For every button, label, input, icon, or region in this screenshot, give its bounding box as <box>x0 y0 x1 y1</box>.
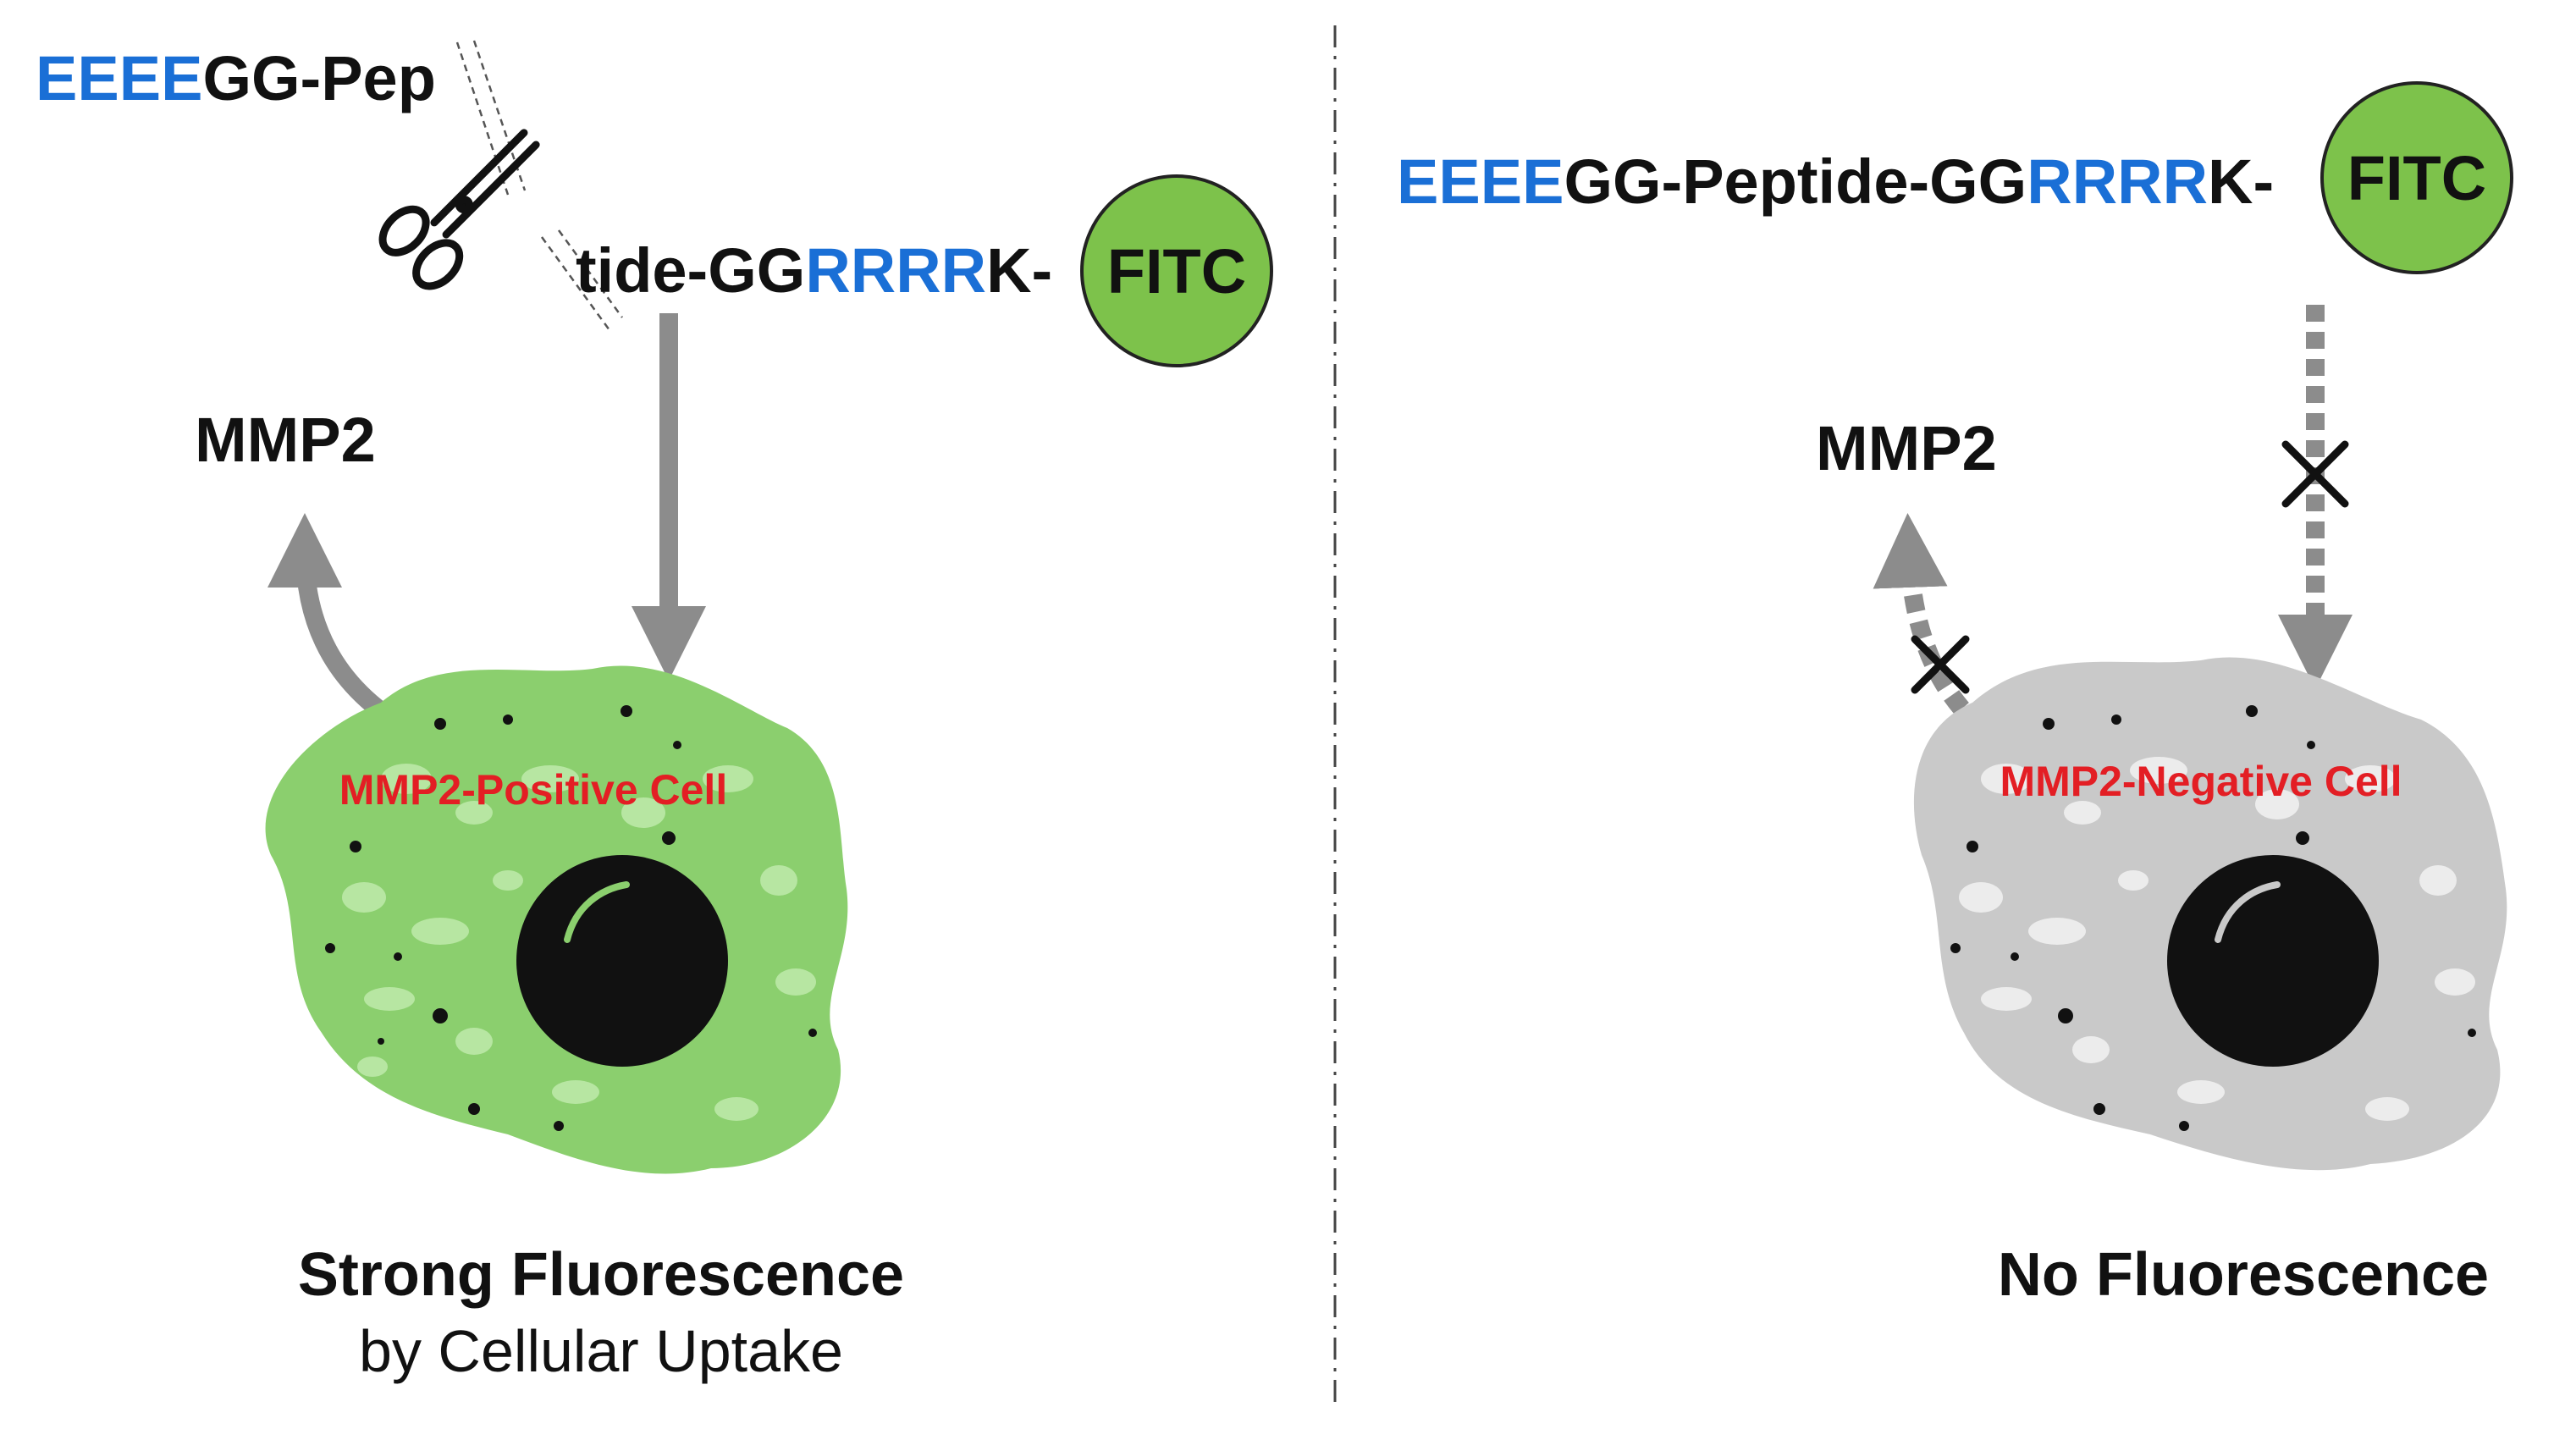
scissors-icon <box>378 129 540 290</box>
blocked-cross-icon <box>2281 440 2349 508</box>
intact-probe-text: EEEEGG-Peptide-GGRRRRK- <box>1397 146 2274 217</box>
mmp2-label-right: MMP2 <box>1816 413 1997 483</box>
fitc-label-right: FITC <box>2347 143 2486 213</box>
fitc-label-left: FITC <box>1107 236 1246 306</box>
negative-cell-label: MMP2-Negative Cell <box>2000 758 2402 805</box>
mmp2-positive-cell <box>265 665 848 1174</box>
mmp2-label-left: MMP2 <box>195 405 376 475</box>
cleaved-fragment-text: EEEEGG-Pep <box>36 43 436 113</box>
blocked-cross-icon <box>1911 635 1970 694</box>
positive-cell-label: MMP2-Positive Cell <box>339 766 727 814</box>
mmp2-negative-cell <box>1913 657 2507 1171</box>
fitc-circle-left <box>1080 174 1273 367</box>
fitc-circle-right <box>2320 81 2513 274</box>
left-caption-normal: by Cellular Uptake <box>359 1318 843 1384</box>
right-caption-bold: No Fluorescence <box>1998 1241 2489 1309</box>
left-caption-bold: Strong Fluorescence <box>298 1241 904 1309</box>
bound-fragment-text: tide-GGRRRRK- <box>576 235 1052 306</box>
